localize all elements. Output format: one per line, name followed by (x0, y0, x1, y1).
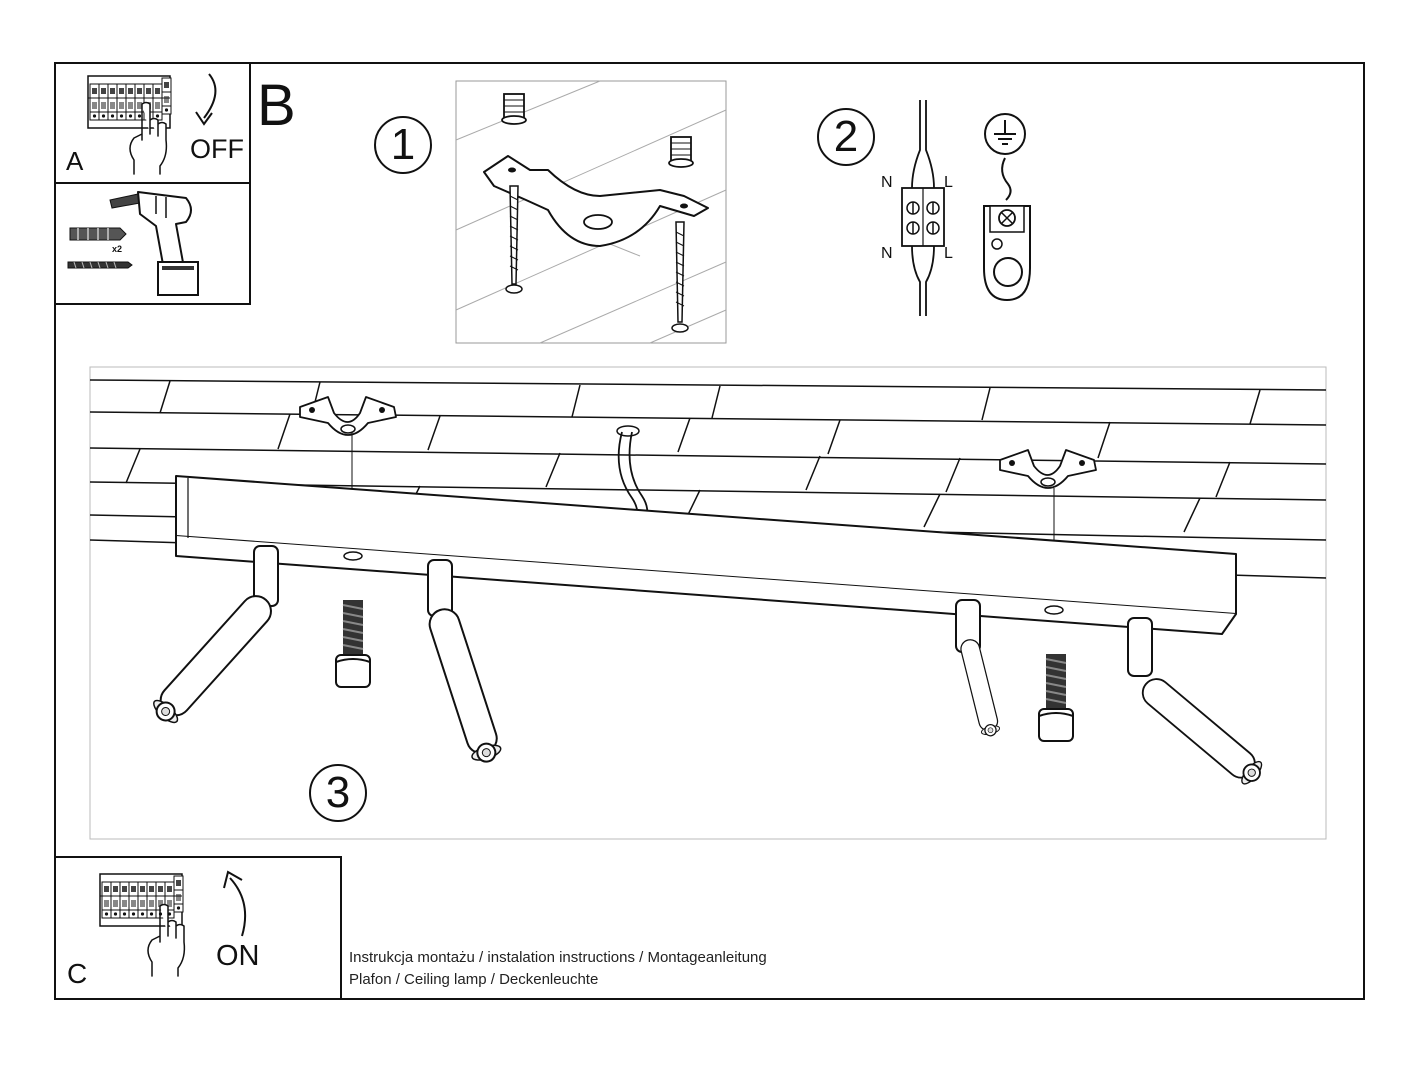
step-1-marker: 1 (374, 116, 432, 174)
drill-panel (54, 182, 251, 305)
anchor-count-label: x2 (112, 244, 123, 254)
wall-plug-icon (501, 93, 694, 168)
panel-c (54, 856, 342, 1000)
neutral-label-bottom: N (881, 245, 893, 262)
caption-line-1: Instrukcja montażu / instalation instruc… (349, 949, 767, 966)
terminal-block-icon (901, 100, 945, 316)
live-label-top: L (944, 174, 953, 191)
step-3-marker: 3 (309, 764, 367, 822)
screw-icon (505, 185, 689, 333)
caption-line-2: Plafon / Ceiling lamp / Deckenleuchte (349, 971, 599, 988)
panel-c-letter: C (67, 958, 88, 989)
spotlight-icon (1127, 617, 1268, 790)
spotlight-icon (147, 545, 279, 730)
drill-icon (109, 191, 199, 296)
ground-symbol-icon (984, 113, 1026, 201)
screw-icon (67, 261, 133, 269)
on-label: ON (216, 940, 260, 972)
fuse-box-icon (100, 874, 183, 926)
step-2-marker: 2 (817, 108, 875, 166)
step-3-illustration (89, 366, 1327, 840)
panel-a (54, 62, 251, 184)
panel-a-letter: A (66, 146, 84, 176)
spotlight-icon (955, 599, 1002, 739)
wall-plug-icon (69, 227, 127, 241)
ground-terminal-icon (983, 205, 1031, 302)
arrow-up-icon (223, 870, 247, 937)
step-2-illustration (901, 100, 1031, 316)
off-label: OFF (190, 134, 244, 164)
arrow-down-icon (195, 73, 217, 126)
live-label-bottom: L (944, 245, 953, 262)
mounting-bracket-icon (483, 155, 709, 247)
brick-ceiling (89, 379, 1327, 579)
step-1-illustration (455, 80, 727, 344)
neutral-label-top: N (881, 174, 893, 191)
spotlight-icon (424, 559, 505, 767)
panel-b-letter: B (257, 73, 296, 138)
